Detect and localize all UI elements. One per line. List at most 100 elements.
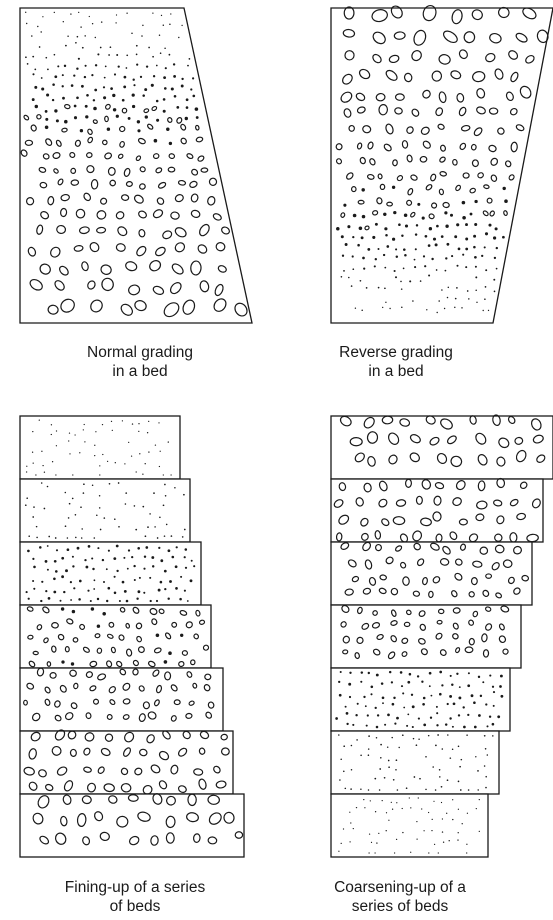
fining-up-grain <box>116 545 119 548</box>
fining-up-grain <box>134 505 136 507</box>
fining-up-grain <box>175 565 178 568</box>
coarsening-up-grain <box>438 852 439 853</box>
normal-grading-grain <box>169 54 171 56</box>
fining-up-grain <box>83 492 85 494</box>
fining-up-grain <box>106 600 108 602</box>
coarsening-up-grain <box>355 714 357 716</box>
fining-up-grain <box>163 474 164 475</box>
fining-up-grain <box>145 535 147 537</box>
coarsening-up-grain <box>370 800 371 801</box>
coarsening-up-grain <box>411 694 413 696</box>
normal-grading-grain <box>154 139 158 143</box>
normal-grading-grain <box>136 54 138 56</box>
coarsening-up-grain <box>391 737 392 738</box>
normal-grading-grain <box>45 126 49 130</box>
fining-up-grain <box>91 607 94 610</box>
normal-grading-grain <box>32 56 34 58</box>
reverse-grading-grain <box>462 216 466 220</box>
coarsening-up-grain <box>409 673 412 676</box>
reverse-grading-grain <box>454 235 457 238</box>
coarsening-up-grain <box>416 744 418 746</box>
coarsening-up-grain <box>366 725 368 727</box>
fining-up-grain <box>113 557 116 560</box>
normal-grading-grain <box>41 87 44 90</box>
normal-grading-grain <box>92 23 93 24</box>
coarsening-up-grain <box>442 831 443 832</box>
coarsening-up-grain <box>447 734 449 736</box>
fining-up-grain <box>103 581 105 583</box>
reverse-grading-grain <box>422 217 425 220</box>
coarsening-up-grain <box>474 726 477 729</box>
reverse-grading-grain <box>475 289 477 291</box>
coarsening-up-grain <box>386 830 387 831</box>
fining-up-grain <box>42 465 43 466</box>
normal-grading-grain <box>186 98 189 101</box>
normal-grading-grain <box>192 77 194 79</box>
reverse-grading-grain <box>456 287 458 289</box>
coarsening-up-grain <box>376 737 378 739</box>
fining-up-grain <box>72 498 74 500</box>
reverse-grading-grain <box>372 236 375 239</box>
fining-up-grain <box>95 431 96 432</box>
fining-up-grain <box>144 555 146 557</box>
normal-grading-grain <box>174 95 177 98</box>
normal-grading-grain <box>156 119 159 122</box>
fining-up-grain <box>147 526 149 528</box>
normal-grading-grain <box>104 77 106 79</box>
coarsening-up-grain <box>386 812 387 813</box>
coarsening-up-grain <box>485 776 487 778</box>
normal-grading-grain <box>115 22 116 23</box>
fining-up-grain <box>114 592 117 595</box>
coarsening-up-grain <box>449 695 452 698</box>
normal-grading-grain <box>64 65 66 67</box>
normal-grading-grain <box>148 47 150 49</box>
normal-grading-grain <box>169 24 171 26</box>
fining-up-grain <box>122 581 125 584</box>
coarsening-up-grain <box>419 778 421 780</box>
normal-grading-grain <box>45 118 48 121</box>
normal-grading-grain <box>181 85 184 88</box>
fining-up-grain <box>81 537 83 539</box>
coarsening-up-grain <box>428 735 430 737</box>
normal-grading-grain <box>161 15 162 16</box>
fining-up-grain <box>164 588 166 590</box>
coarsening-up-grain <box>353 828 354 829</box>
coarsening-up-grain <box>452 819 453 820</box>
fining-up-grain <box>164 484 166 486</box>
normal-grading-grain <box>142 94 145 97</box>
coarsening-up-grain <box>349 841 350 842</box>
fining-up-grain <box>174 487 176 489</box>
coarsening-up-grain <box>402 692 404 694</box>
fining-up-grain <box>32 431 33 432</box>
normal-grading-grain <box>107 127 110 130</box>
fining-up-grain <box>60 600 62 602</box>
fining-up-grain <box>138 590 141 593</box>
coarsening-up-grain <box>489 675 491 677</box>
coarsening-up-grain <box>478 714 481 717</box>
reverse-grading-grain <box>384 227 387 230</box>
reverse-grading-grain <box>401 235 403 237</box>
coarsening-up-grain <box>356 807 357 808</box>
reverse-grading-grain <box>465 266 467 268</box>
fining-up-grain <box>190 579 193 582</box>
normal-grading-grain <box>163 24 164 25</box>
fining-up-grain <box>131 556 133 558</box>
normal-grading-grain <box>65 45 67 47</box>
coarsening-up-grain <box>417 675 419 677</box>
fining-up-grain <box>100 529 102 531</box>
fining-up-grain <box>148 451 149 452</box>
normal-grading-grain <box>176 106 179 109</box>
coarsening-up-grain <box>452 799 453 800</box>
reverse-grading-grain <box>436 312 437 313</box>
reverse-grading-grain <box>502 236 505 239</box>
coarsening-up-grain <box>428 852 429 853</box>
normal-grading-grain <box>78 12 79 13</box>
reverse-grading-grain <box>383 254 385 256</box>
normal-grading-grain <box>133 84 135 86</box>
fining-up-grain <box>148 421 149 422</box>
fining-up-grain <box>91 557 93 559</box>
fining-up-grain <box>175 587 178 590</box>
fining-up-grain <box>99 465 100 466</box>
coarsening-up-grain <box>442 818 443 819</box>
normal-grading-grain <box>103 96 106 99</box>
